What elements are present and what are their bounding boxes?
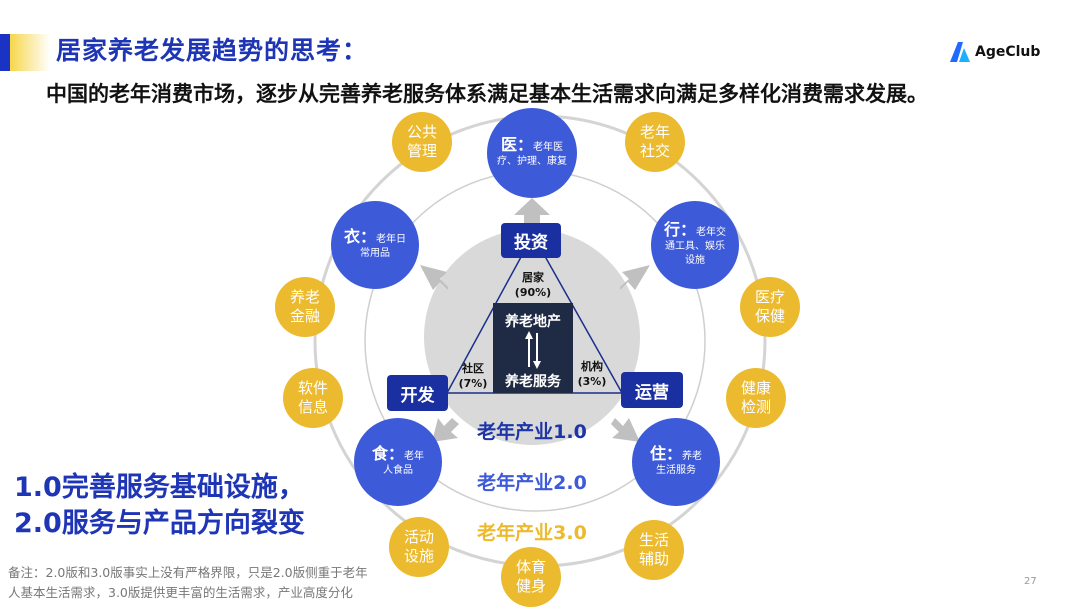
arrow-upleft <box>420 265 448 290</box>
blue-item-desc: 老年日常用品 <box>360 233 407 259</box>
invest-box: 投资 <box>501 223 561 258</box>
industry-2-label: 老年产业2.0 <box>477 472 587 494</box>
footnote-line-1: 备注：2.0版和3.0版事实上没有严格界限，只是2.0版侧重于老年 <box>8 565 368 580</box>
blue-item-text: 行：老年交通工具、娱乐设施 <box>664 219 727 268</box>
gold-item: 软件 信息 <box>283 368 343 428</box>
gold-item-text: 软件 信息 <box>297 379 328 416</box>
home-text: 居家 <box>522 271 544 284</box>
gold-item: 养老 金融 <box>275 277 335 337</box>
blue-item-housing: 住：养老生活服务 <box>632 418 720 506</box>
gold-item-text: 活动 设施 <box>403 528 434 565</box>
blue-item-text: 衣：老年日常用品 <box>344 226 407 261</box>
arrow-downleft <box>432 418 459 442</box>
home-label: 居家 (90%) <box>508 270 558 300</box>
conclusion: 1.0完善服务基础设施， 2.0服务与产品方向裂变 <box>14 470 305 542</box>
arrow-up <box>514 198 550 225</box>
title-accent-bar <box>0 34 50 71</box>
gold-item-text: 生活 辅助 <box>638 531 669 568</box>
blue-item-key: 衣： <box>344 226 377 246</box>
blue-item-text: 住：养老生活服务 <box>646 443 706 478</box>
core-top-label: 养老地产 <box>505 314 561 330</box>
logo-icon <box>950 42 970 62</box>
develop-box: 开发 <box>387 375 448 411</box>
bidirectional-arrow-icon <box>525 331 541 369</box>
gold-item-text: 老年 社交 <box>639 123 670 160</box>
gold-item-text: 养老 金融 <box>289 288 320 325</box>
community-text: 社区 <box>462 362 484 375</box>
triangle <box>445 233 624 394</box>
blue-item-key: 行： <box>664 219 697 239</box>
blue-item-clothing: 衣：老年日常用品 <box>331 201 419 289</box>
gold-item: 医疗 保健 <box>740 277 800 337</box>
blue-item-desc: 养老生活服务 <box>656 450 702 476</box>
blue-item-medical: 医：老年医疗、护理、康复 <box>487 108 577 198</box>
page-subtitle: 中国的老年消费市场，逐步从完善养老服务体系满足基本生活需求向满足多样化消费需求发… <box>46 82 928 106</box>
blue-item-desc: 老年医疗、护理、康复 <box>497 141 567 167</box>
gold-item-text: 公共 管理 <box>406 123 437 160</box>
gold-item: 生活 辅助 <box>624 520 684 580</box>
gold-item: 体育 健身 <box>501 547 561 607</box>
blue-item-key: 住： <box>649 443 682 463</box>
footnote: 备注：2.0版和3.0版事实上没有严格界限，只是2.0版侧重于老年人基本生活需求… <box>8 563 368 603</box>
page-title: 居家养老发展趋势的思考： <box>56 36 369 65</box>
home-pct: (90%) <box>514 286 552 299</box>
community-label: 社区 (7%) <box>453 361 493 391</box>
institution-text: 机构 <box>581 360 603 373</box>
logo-text: AgeClub <box>975 44 1041 60</box>
blue-item-transport: 行：老年交通工具、娱乐设施 <box>651 201 739 289</box>
gold-item-text: 体育 健身 <box>515 558 546 595</box>
blue-item-food: 食：老年人食品 <box>354 418 442 506</box>
blue-item-key: 食： <box>371 443 404 463</box>
operate-box: 运营 <box>621 372 683 408</box>
industry-1-label: 老年产业1.0 <box>477 421 587 443</box>
blue-item-desc: 老年交通工具、娱乐设施 <box>665 226 727 266</box>
institution-pct: (3%) <box>577 375 607 388</box>
core-box: 养老地产 养老服务 <box>493 303 573 393</box>
gold-item: 健康 检测 <box>726 368 786 428</box>
arrows <box>420 198 650 442</box>
conclusion-line-1: 1.0完善服务基础设施， <box>14 472 305 503</box>
arrow-upright <box>620 265 650 290</box>
gold-item: 活动 设施 <box>389 517 449 577</box>
core-bottom-label: 养老服务 <box>505 374 561 390</box>
page-number: 27 <box>1024 576 1037 587</box>
gold-item: 公共 管理 <box>392 112 452 172</box>
institution-label: 机构 (3%) <box>572 359 612 389</box>
gold-item-text: 医疗 保健 <box>754 288 785 325</box>
ageclub-logo: AgeClub <box>950 42 1040 62</box>
blue-item-text: 食：老年人食品 <box>368 443 428 478</box>
gold-item: 老年 社交 <box>625 112 685 172</box>
blue-item-desc: 老年人食品 <box>383 450 424 476</box>
blue-item-key: 医： <box>500 134 533 154</box>
conclusion-line-2: 2.0服务与产品方向裂变 <box>14 508 305 539</box>
industry-3-label: 老年产业3.0 <box>477 522 587 544</box>
gold-item-text: 健康 检测 <box>740 379 771 416</box>
footnote-line-2: 人基本生活需求，3.0版提供更丰富的生活需求，产业高度分化 <box>8 585 353 600</box>
blue-item-text: 医：老年医疗、护理、康复 <box>497 134 567 169</box>
arrow-downright <box>611 418 640 442</box>
community-pct: (7%) <box>458 377 488 390</box>
